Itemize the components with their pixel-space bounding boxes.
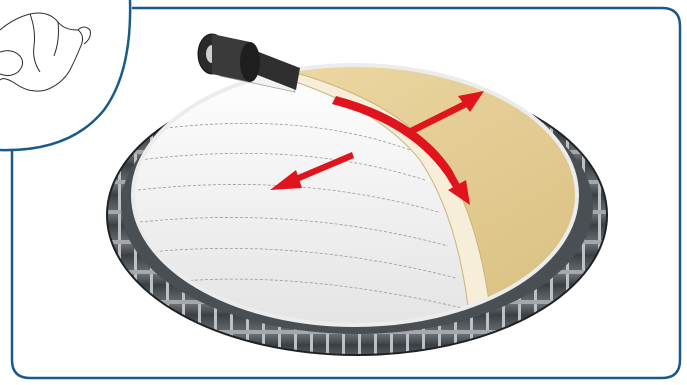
membrane-roll-icon [197, 33, 300, 93]
roof-dome [133, 65, 577, 325]
membrane-layer [133, 65, 470, 325]
hand-placement-icon [0, 12, 91, 92]
arrow-seam-curve [332, 96, 470, 205]
frame-border [10, 6, 682, 380]
panel-lines [137, 122, 463, 309]
arrow-spread-right [410, 91, 484, 134]
dome-rim [131, 63, 579, 327]
arrow-spread-left [270, 152, 354, 190]
inset-detail [0, 0, 132, 152]
direction-arrows [270, 91, 484, 205]
